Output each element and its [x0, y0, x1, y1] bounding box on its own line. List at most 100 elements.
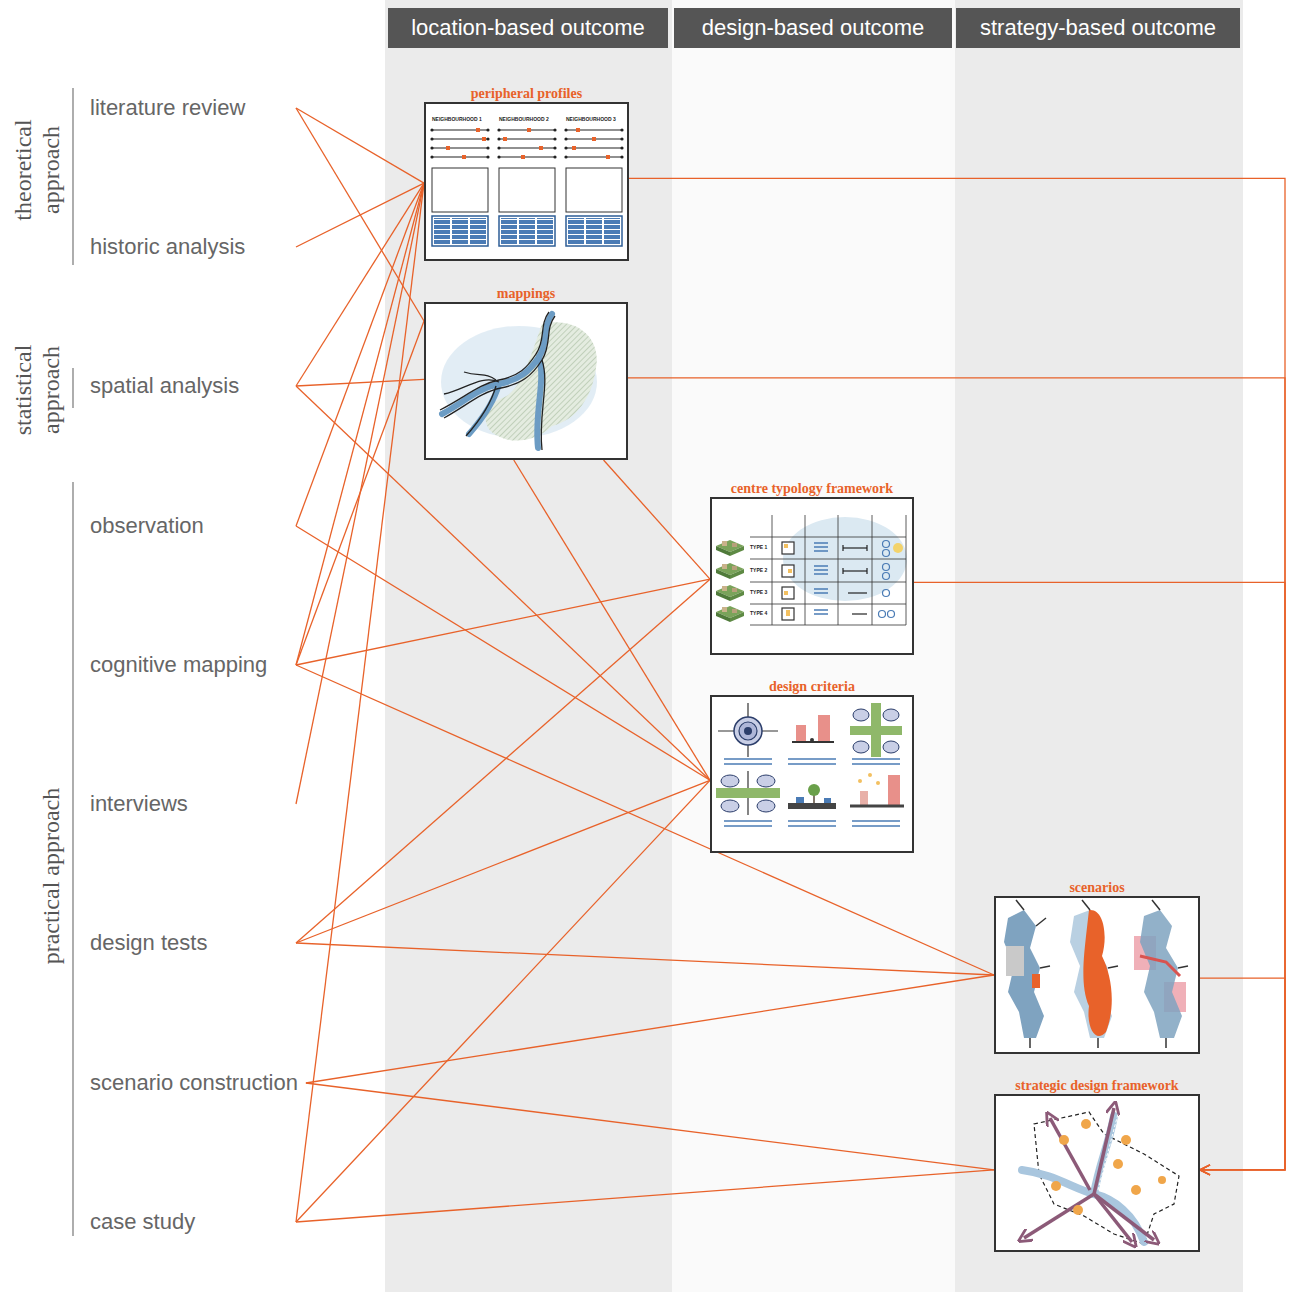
connector-line: [306, 1083, 994, 1170]
typology-illustration: [883, 550, 890, 557]
typology-illustration: [838, 515, 839, 625]
typology-illustration: [772, 515, 773, 625]
typology-illustration: [814, 550, 828, 552]
type-label: TYPE 4: [750, 611, 767, 616]
criteria-illustration: [734, 717, 762, 745]
scenario-illustration: [1070, 910, 1112, 1038]
typology-illustration: [716, 585, 744, 601]
group-bracket: [72, 88, 73, 1236]
profiles-illustration: [482, 137, 486, 141]
method-name: historic analysis: [90, 233, 245, 261]
connector-line: [296, 183, 424, 247]
typology-illustration: [788, 569, 792, 573]
framework-illustration: [1121, 1135, 1131, 1145]
box-heading: scenarios: [966, 880, 1228, 896]
outcome-box: scenarios: [994, 896, 1200, 1054]
criteria-illustration: [850, 805, 904, 808]
column-header: strategy-based outcome: [956, 8, 1240, 48]
typology-illustration: [814, 592, 828, 594]
typology-illustration: [805, 515, 806, 625]
typology-illustration: [814, 588, 828, 590]
criteria-illustration: [876, 781, 880, 785]
scenario-illustration: [1016, 900, 1024, 910]
typology-illustration: [750, 537, 906, 538]
method-name: literature review: [90, 94, 245, 122]
typology-illustration: [750, 559, 906, 560]
method-label: historic analysis: [90, 233, 245, 261]
framework-illustration: [1022, 1116, 1144, 1242]
connector-line: [604, 460, 710, 579]
typology-illustration: [843, 545, 867, 614]
scenario-illustration: [1006, 946, 1024, 976]
scenario-illustration: [1036, 918, 1046, 926]
method-label: scenario construction: [90, 1069, 298, 1097]
framework-illustration: [1050, 1118, 1090, 1190]
method-name: interviews: [90, 790, 188, 818]
box-heading: strategic design framework: [966, 1078, 1228, 1094]
typology-illustration: [843, 547, 867, 548]
typology-illustration: [750, 604, 906, 605]
method-name: design tests: [90, 929, 207, 957]
criteria-illustration: [724, 825, 772, 827]
profile-title: NEIGHBOURHOOD 2: [499, 117, 549, 122]
framework-illustration: [1073, 1205, 1083, 1215]
criteria-illustration: [757, 775, 775, 787]
map-illustration: [444, 316, 555, 418]
connector-line: [296, 780, 710, 943]
typology-illustration: [883, 590, 890, 597]
profiles-illustration: [527, 128, 531, 132]
profiles-illustration: [521, 155, 525, 159]
connector-line: [629, 178, 1285, 1170]
criteria-illustration: [853, 709, 869, 721]
typology-illustration: [883, 573, 890, 580]
profiles-illustration: [497, 128, 556, 246]
outcome-box: strategic design framework: [994, 1094, 1200, 1252]
connector-line: [1200, 978, 1285, 1170]
typology-illustration: [750, 582, 906, 583]
scenario-illustration: [1152, 900, 1160, 910]
method-name: spatial analysis: [90, 372, 239, 400]
criteria-illustration: [808, 784, 820, 796]
profiles-illustration: [503, 137, 507, 141]
scenario-illustration: [1165, 1038, 1167, 1048]
typology-illustration: [814, 542, 828, 544]
typology-illustration: [888, 611, 895, 618]
scenario-illustration: [1097, 1038, 1099, 1048]
connector-line: [306, 975, 994, 1083]
profiles-illustration: [572, 146, 576, 150]
method-name: cognitive mapping: [90, 651, 267, 679]
connector-line: [514, 460, 710, 780]
criteria-illustration: [788, 820, 836, 822]
criteria-illustration: [860, 791, 868, 805]
map-illustration: [440, 312, 549, 410]
typology-illustration: [782, 542, 794, 620]
profiles-illustration: [424, 102, 629, 261]
scenario-illustration: [994, 896, 1200, 1054]
connector-line: [296, 1170, 994, 1222]
typology-illustration: [750, 515, 906, 625]
map-illustration: [464, 372, 496, 380]
criteria-illustration: [858, 773, 880, 785]
criteria-illustration: [824, 798, 831, 803]
typology-illustration: [848, 592, 867, 593]
scenario-illustration: [994, 896, 1200, 1054]
profiles-illustration: [592, 137, 596, 141]
scenario-illustration: [1082, 900, 1090, 910]
framework-illustration: [994, 1094, 1200, 1252]
connector-line: [628, 378, 1285, 1170]
framework-illustration: [1024, 1194, 1094, 1238]
column-bands: [672, 0, 955, 1292]
column-header: location-based outcome: [388, 8, 668, 48]
method-label: spatial analysis: [90, 372, 239, 400]
criteria-illustration: [888, 775, 900, 805]
typology-illustration: [716, 540, 744, 556]
typology-illustration: [842, 545, 843, 551]
typology-illustration: [814, 565, 828, 567]
criteria-illustration: [724, 763, 772, 765]
box-heading: peripheral profiles: [396, 86, 657, 102]
criteria-illustration: [710, 695, 914, 853]
framework-illustration: [1131, 1185, 1141, 1195]
profiles-illustration: [424, 102, 629, 261]
criteria-illustration: [788, 825, 836, 827]
